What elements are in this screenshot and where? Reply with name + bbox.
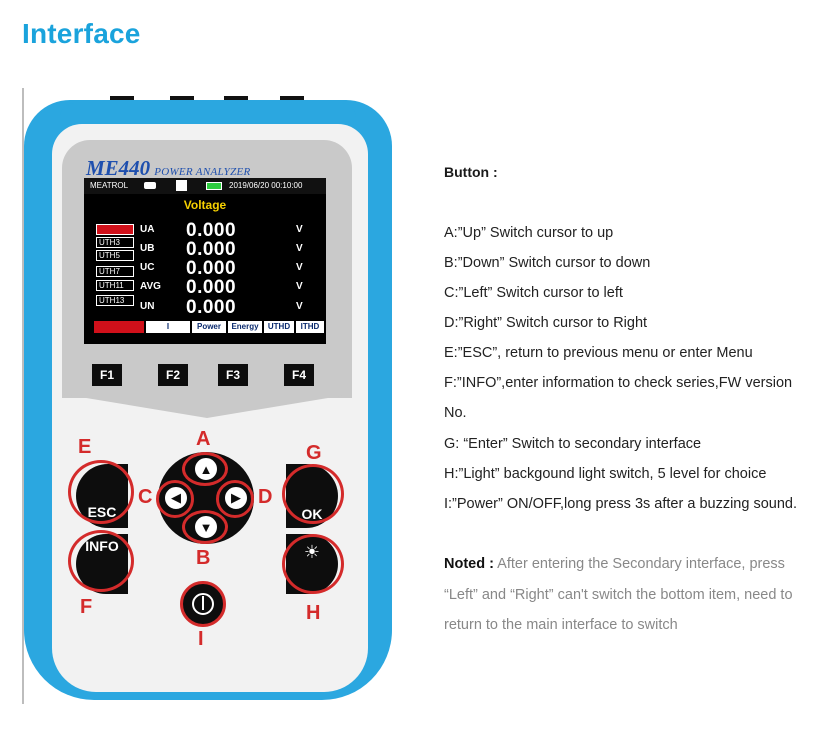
button-desc-item: I:”Power” ON/OFF,long press 3s after a b… [444,496,797,512]
side-tab-u[interactable]: U [96,224,134,235]
callout-ring-e [68,460,134,524]
device-logo: ME440 POWER ANALYZER [86,156,251,181]
f1-key[interactable]: F1 [92,364,122,386]
side-tab-uth5[interactable]: UTH5 [96,250,134,261]
bottom-tab-uthd[interactable]: UTHD [264,321,294,333]
button-desc-item: E:”ESC”, return to previous menu or ente… [444,345,753,361]
callout-ring-f [68,530,134,592]
status-bar: MEATROL 2019/06/20 00:10:00 [84,178,326,194]
divider [22,88,24,704]
callout-b: B [196,547,211,569]
channel-unit: V [296,262,303,273]
button-desc-item: H:”Light” backgound light switch, 5 leve… [444,466,767,482]
channel-label: UA [140,224,155,235]
noted-label: Noted : [444,556,494,572]
f4-key[interactable]: F4 [284,364,314,386]
channel-unit: V [296,301,303,312]
channel-value: 0.000 [186,258,237,279]
channel-value: 0.000 [186,220,237,241]
noted-text: return to the main interface to switch [444,617,678,633]
screen-title: Voltage [183,198,227,212]
channel-value: 0.000 [186,277,237,298]
power-icon-line [202,596,204,610]
bottom-tab-i[interactable]: I [146,321,190,333]
channel-unit: V [296,281,303,292]
bottom-tab-power[interactable]: Power [192,321,226,333]
channel-label: UC [140,262,155,273]
plug-icon [144,182,156,189]
page-title: Interface [22,18,141,49]
button-desc-item: B:”Down” Switch cursor to down [444,255,651,271]
noted-line: Noted : After entering the Secondary int… [444,556,785,572]
channel-label: AVG [140,281,161,292]
callout-ring-d [216,480,254,518]
side-tab-uth3[interactable]: UTH3 [96,237,134,248]
callout-f: F [80,596,93,618]
callout-i: I [198,628,204,650]
noted-text: “Left” and “Right” can't switch the bott… [444,587,793,603]
device-illustration: ME440 POWER ANALYZER MEATROL 2019/06/20 … [24,96,392,700]
button-heading: Button : [444,164,498,180]
callout-e: E [78,436,92,458]
button-desc-item: G: “Enter” Switch to secondary interface [444,436,702,452]
bottom-tab-ithd[interactable]: ITHD [296,321,324,333]
button-desc-item: No. [444,405,467,421]
power-button[interactable] [180,581,226,627]
callout-ring-g [282,464,344,524]
device-screen: MEATROL 2019/06/20 00:10:00 Voltage U UT… [84,178,326,344]
callout-ring-h [282,534,344,594]
callout-ring-c [156,480,194,518]
button-desc-item: F:”INFO”,enter information to check seri… [444,375,793,391]
channel-value: 0.000 [186,239,237,260]
channel-value: 0.000 [186,297,237,318]
logo-subtitle: POWER ANALYZER [154,166,251,178]
button-desc-item: C:”Left” Switch cursor to left [444,285,623,301]
f3-key[interactable]: F3 [218,364,248,386]
callout-ring-a [182,452,228,486]
channel-unit: V [296,243,303,254]
bottom-tab-energy[interactable]: Energy [228,321,262,333]
callout-a: A [196,428,211,450]
side-tab-uth11[interactable]: UTH11 [96,280,134,291]
power-icon [192,593,214,615]
noted-text: After entering the Secondary interface, … [497,556,785,572]
callout-ring-b [182,510,228,544]
callout-h: H [306,602,321,624]
channel-label: UN [140,301,155,312]
logo-model: ME440 [86,156,151,180]
callout-c: C [138,486,153,508]
bottom-tab-u[interactable]: U [94,321,144,333]
f2-key[interactable]: F2 [158,364,188,386]
button-desc-item: A:”Up” Switch cursor to up [444,225,614,241]
side-tab-uth7[interactable]: UTH7 [96,266,134,277]
side-tab-uth13[interactable]: UTH13 [96,295,134,306]
home-icon [176,180,187,191]
callout-g: G [306,442,322,464]
channel-unit: V [296,224,303,235]
callout-d: D [258,486,273,508]
status-datetime: 2019/06/20 00:10:00 [229,181,303,190]
channel-label: UB [140,243,155,254]
battery-icon [206,182,222,190]
status-brand: MEATROL [90,181,129,190]
button-desc-item: D:”Right” Switch cursor to Right [444,315,648,331]
